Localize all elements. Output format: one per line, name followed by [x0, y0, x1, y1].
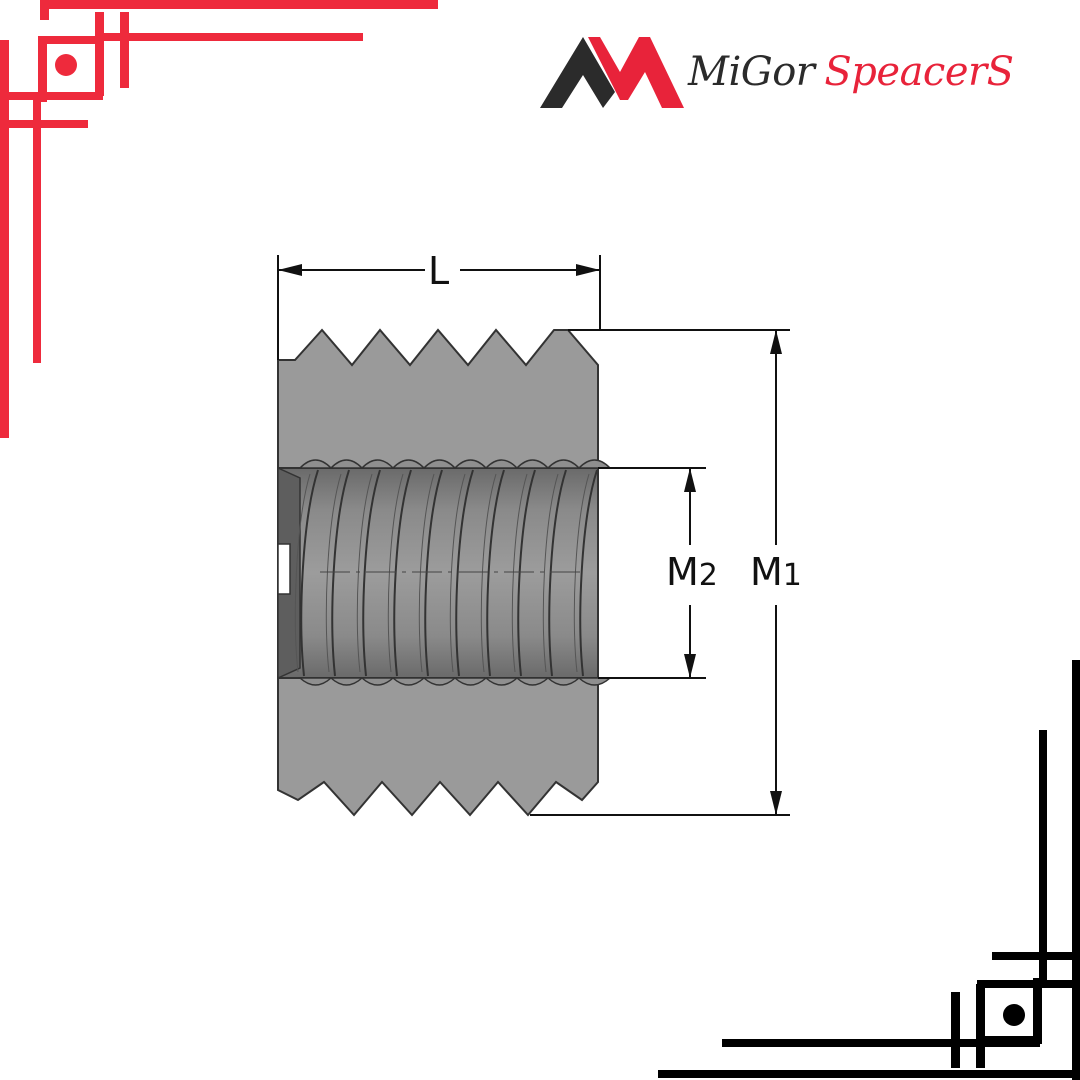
outer-thread-index: 1	[782, 558, 802, 593]
thread-helix-shade	[511, 473, 528, 673]
internal-thread-bore	[277, 459, 612, 686]
dimension-label-outer-thread: M1	[750, 552, 802, 596]
dimension-label-inner-thread: M2	[666, 552, 718, 596]
thread-helix-line	[331, 469, 350, 677]
inner-thread-letter: M	[666, 550, 699, 594]
thread-helix-line	[486, 469, 505, 677]
brand-name-part2: SpeacerS	[824, 49, 1014, 95]
thread-helix-shade	[449, 473, 466, 673]
thread-helix-shade	[325, 473, 342, 673]
spacer-lower-body	[277, 677, 599, 817]
thread-helix-shade	[573, 473, 590, 673]
dimension-inner-thread	[598, 467, 706, 679]
dimension-length	[277, 255, 601, 360]
brand-name-part1: MiGor	[688, 49, 815, 95]
spacer-upper-body	[277, 328, 599, 469]
dimension-outer-thread	[530, 329, 790, 816]
thread-helix-line	[362, 469, 381, 677]
outer-thread-letter: M	[750, 550, 783, 594]
inner-thread-index: 2	[698, 558, 718, 593]
thread-helix-shade	[387, 473, 404, 673]
thread-helix-shade	[294, 473, 311, 673]
thread-helix-line	[455, 469, 474, 677]
thread-helix-shade	[542, 473, 559, 673]
thread-helix-line	[579, 469, 598, 677]
thread-helix-line	[424, 469, 443, 677]
dimension-label-length: L	[428, 249, 450, 293]
thread-helix-line	[548, 469, 567, 677]
thread-helix-line	[300, 469, 319, 677]
thread-helix-shade	[418, 473, 435, 673]
thread-helix-line	[393, 469, 412, 677]
thread-helix-line	[517, 469, 536, 677]
thread-helix-shade	[356, 473, 373, 673]
thread-helix-shade	[480, 473, 497, 673]
